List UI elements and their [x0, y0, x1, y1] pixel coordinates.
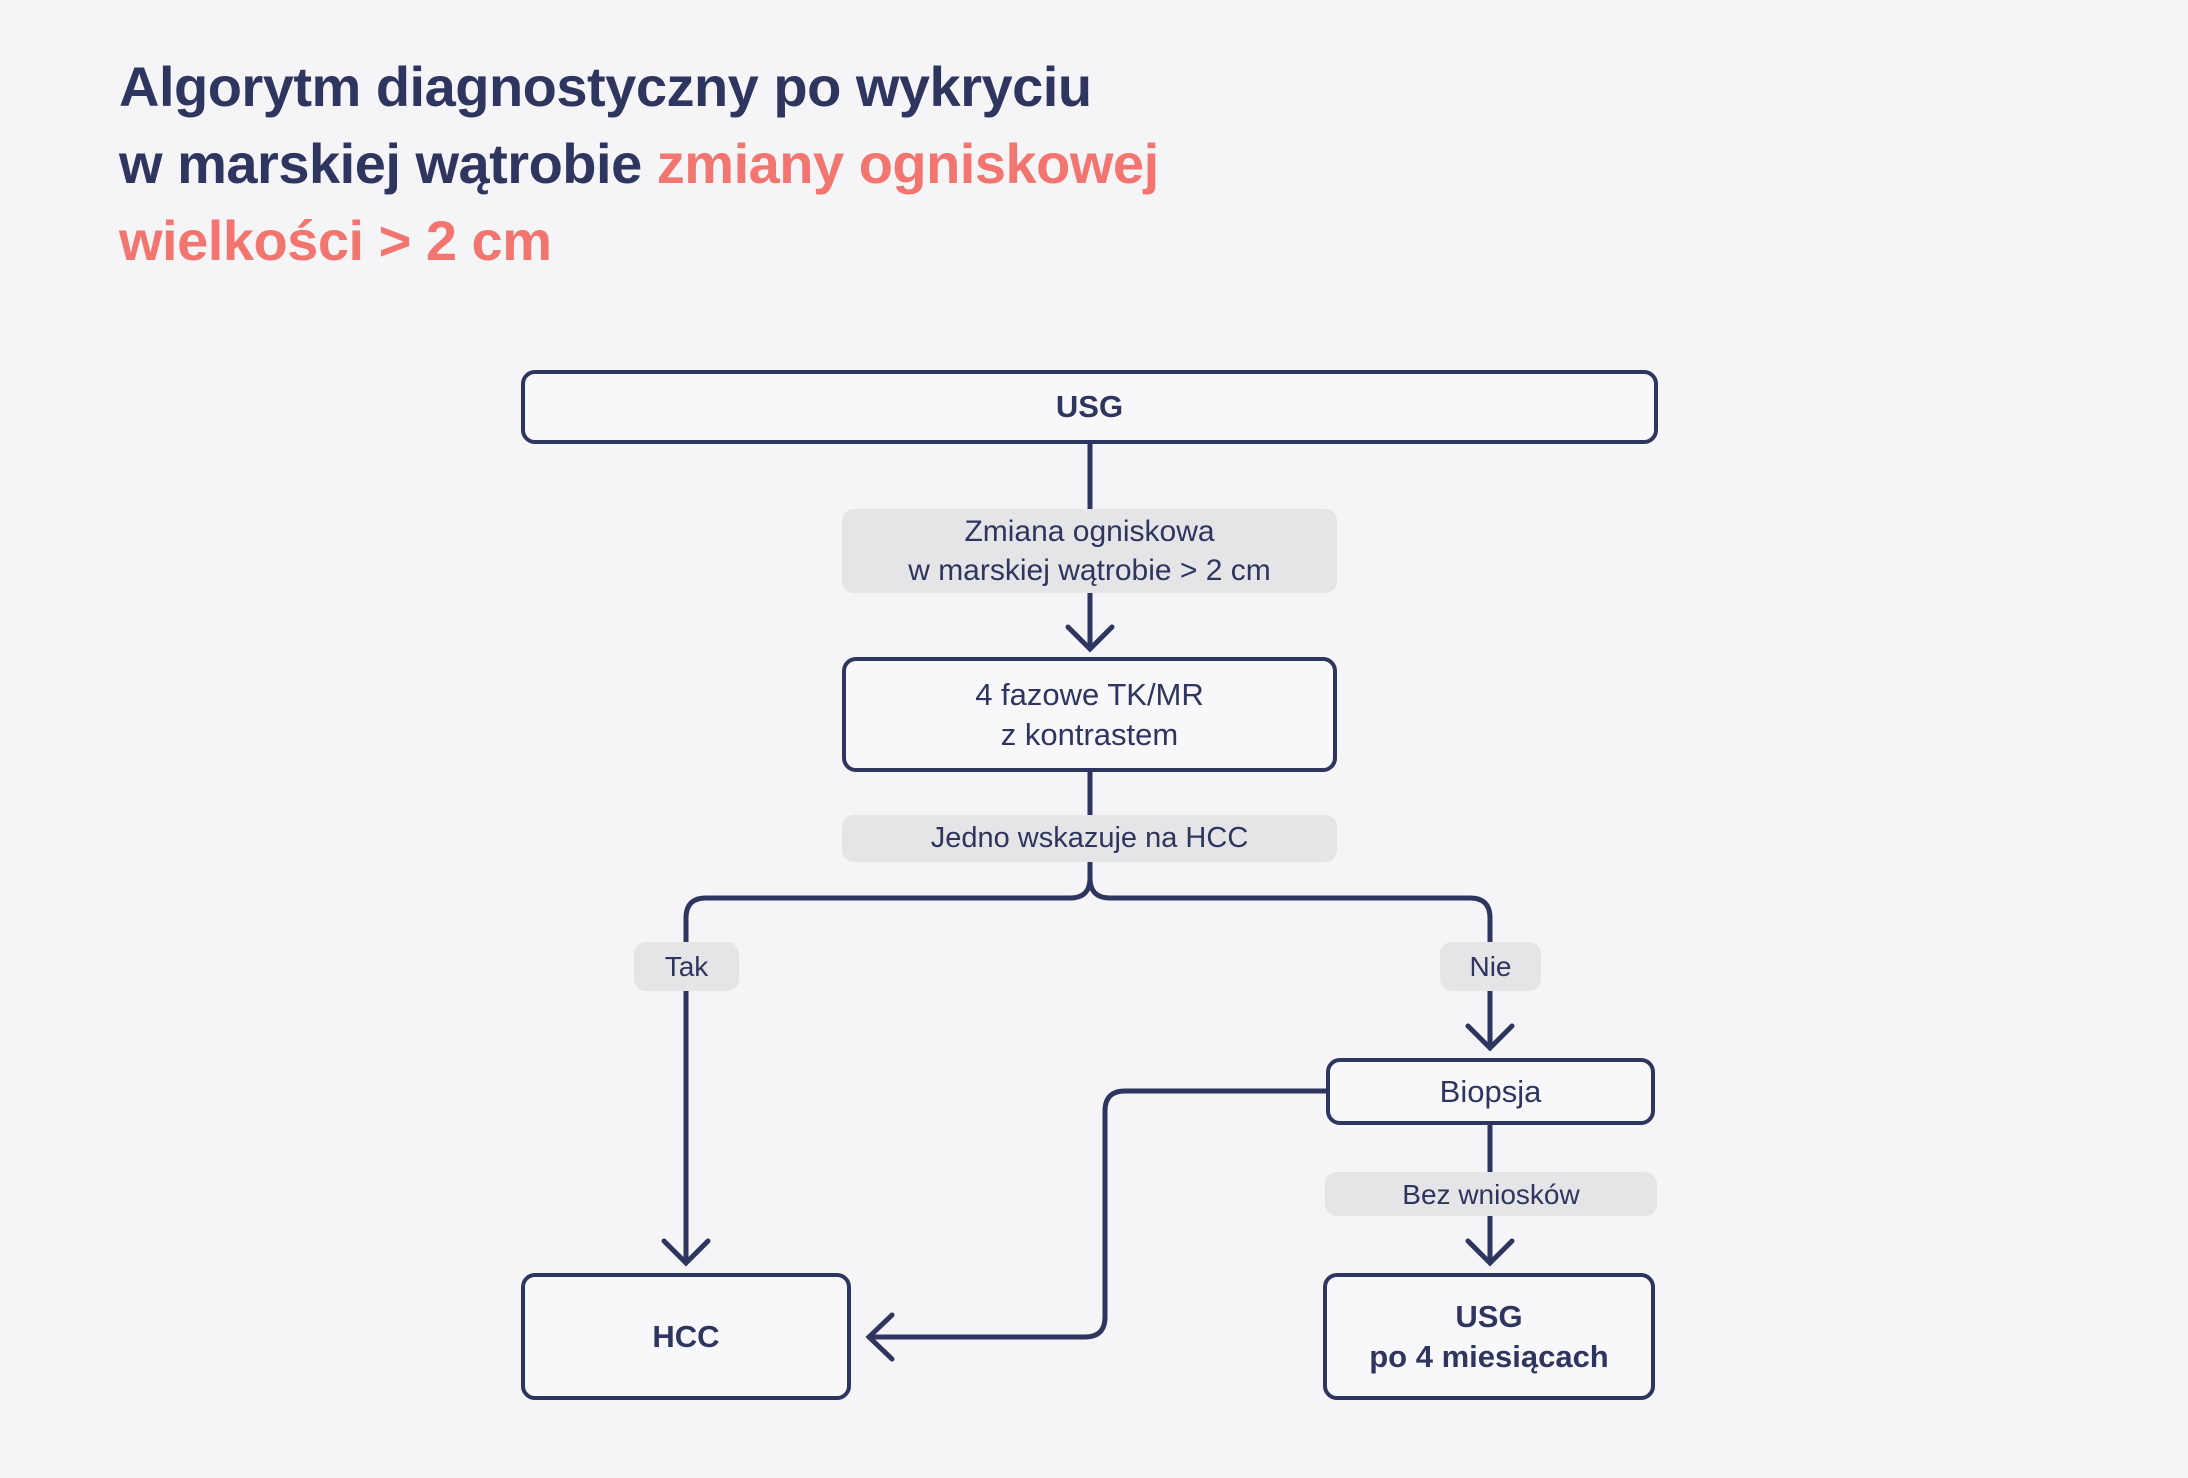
arrowhead-hcc-right: [865, 1312, 895, 1362]
node-tkmr: 4 fazowe TK/MR z kontrastem: [842, 657, 1337, 772]
edge-label-bez-text: Bez wniosków: [1402, 1178, 1580, 1210]
edge-label-tak: Tak: [634, 942, 739, 991]
node-usg: USG: [521, 370, 1658, 444]
node-usg4-line1: USG: [1455, 1298, 1523, 1334]
edge-label-zmiana-line1: Zmiana ogniskowa: [964, 515, 1215, 548]
node-biopsja: Biopsja: [1326, 1058, 1655, 1125]
connector-split-right: [1087, 769, 1493, 1048]
edge-label-zmiana-ogniskowa: Zmiana ogniskowa w marskiej wątrobie > 2…: [842, 509, 1337, 593]
edge-label-jedno-wskazuje: Jedno wskazuje na HCC: [842, 815, 1337, 862]
title-accent-text: zmiany ogniskowej: [656, 132, 1159, 195]
node-usg4-line2: po 4 miesiącach: [1369, 1338, 1609, 1374]
edge-label-tak-text: Tak: [664, 951, 709, 982]
page-title: Algorytm diagnostyczny po wykryciu w mar…: [119, 48, 1159, 279]
node-hcc-label: HCC: [652, 1318, 720, 1354]
arrowhead-hcc-top: [661, 1238, 711, 1267]
arrowhead-usg4-top: [1465, 1238, 1515, 1267]
arrowhead-biopsja-top: [1465, 1023, 1515, 1052]
edge-label-bez-wnioskow: Bez wniosków: [1325, 1172, 1657, 1216]
title-line-2: w marskiej wątrobie zmiany ogniskowej: [119, 132, 1159, 195]
connector-biopsja-to-hcc: [868, 1088, 1329, 1340]
edge-label-nie-text: Nie: [1469, 951, 1512, 982]
node-biopsja-label: Biopsja: [1439, 1073, 1542, 1109]
title-line-3: wielkości > 2 cm: [119, 209, 552, 272]
edge-label-zmiana-line2: w marskiej wątrobie > 2 cm: [908, 554, 1271, 587]
title-line-1: Algorytm diagnostyczny po wykryciu: [119, 55, 1092, 118]
arrowhead-tkmr: [1065, 624, 1115, 653]
node-usg-label: USG: [1055, 389, 1124, 424]
node-usg4: USG po 4 miesiącach: [1323, 1273, 1655, 1400]
node-tkmr-line1: 4 fazowe TK/MR: [975, 676, 1204, 712]
edge-label-nie: Nie: [1440, 942, 1541, 991]
node-tkmr-line2: z kontrastem: [1000, 716, 1179, 752]
edge-label-jedno-text: Jedno wskazuje na HCC: [930, 822, 1249, 854]
node-hcc: HCC: [521, 1273, 851, 1400]
